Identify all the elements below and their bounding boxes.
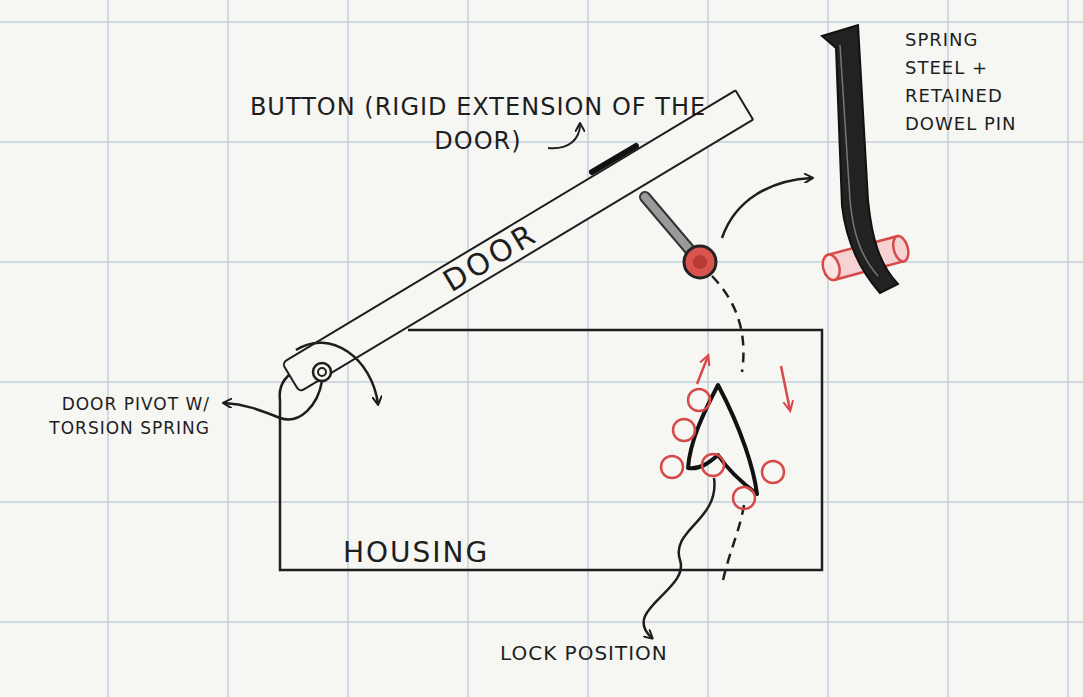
spring-steel bbox=[822, 25, 898, 293]
link-rod-outline bbox=[645, 197, 695, 256]
housing-box: HOUSING bbox=[275, 328, 825, 574]
pin-positions bbox=[661, 389, 784, 509]
callout-label: LOCK POSITION bbox=[500, 640, 760, 666]
housing-outline-path bbox=[280, 330, 822, 570]
pin-path bbox=[712, 276, 743, 372]
spring-steel-hatch bbox=[840, 45, 878, 276]
leader-arrow bbox=[644, 478, 715, 638]
follower-pin-core bbox=[693, 255, 707, 269]
node-label: DOOR bbox=[438, 217, 543, 298]
heart-cam bbox=[688, 385, 757, 494]
part-label: DOOR PIVOT W/ TORSION SPRING bbox=[30, 392, 210, 440]
follower-pin bbox=[684, 246, 716, 278]
inset-arrow bbox=[722, 178, 812, 238]
part-label: SPRING STEEL + RETAINED DOWEL PIN bbox=[905, 26, 1030, 138]
dowel-pin bbox=[820, 234, 911, 282]
node-label: HOUSING bbox=[343, 536, 489, 570]
motion-arrow bbox=[697, 356, 708, 384]
part-label: BUTTON (RIGID EXTENSION OF THE DOOR) bbox=[243, 90, 713, 158]
motion-arrow bbox=[781, 366, 790, 410]
pin-path bbox=[722, 505, 744, 585]
leader-arrow bbox=[548, 124, 580, 148]
link-rod bbox=[645, 197, 695, 256]
